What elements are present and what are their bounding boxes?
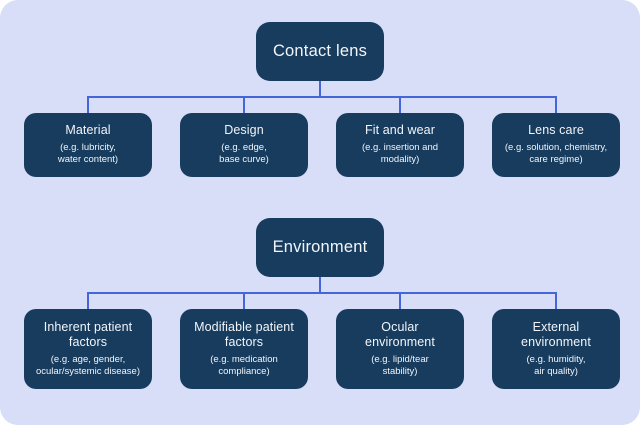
child-node-modifiable-patient-factors: Modifiable patient factors (e.g. medicat… <box>180 309 308 389</box>
node-title: Modifiable patient factors <box>194 319 294 350</box>
root-node-contact-lens: Contact lens <box>256 22 384 81</box>
node-title: Lens care <box>528 123 584 138</box>
connector-drop <box>555 96 557 113</box>
root-node-title: Contact lens <box>272 42 368 60</box>
connector-drop <box>87 96 89 113</box>
connector-stem <box>319 277 321 294</box>
connector-drop <box>399 96 401 113</box>
child-node-design: Design (e.g. edge, base curve) <box>180 113 308 177</box>
node-title: Inherent patient factors <box>43 319 133 350</box>
tree-contact-lens: Contact lens Material (e.g. lubricity, w… <box>0 22 640 177</box>
connector-drop <box>399 292 401 309</box>
node-subtitle: (e.g. edge, base curve) <box>219 141 269 166</box>
child-node-lens-care: Lens care (e.g. solution, chemistry, car… <box>492 113 620 177</box>
root-node-title: Environment <box>272 238 368 256</box>
node-subtitle: (e.g. lipid/tear stability) <box>371 353 429 378</box>
child-node-fit-and-wear: Fit and wear (e.g. insertion and modalit… <box>336 113 464 177</box>
node-title: External environment <box>521 319 591 350</box>
connector-drop <box>87 292 89 309</box>
node-title: Material <box>65 123 111 138</box>
connector-bus <box>87 96 557 98</box>
node-title: Design <box>224 123 264 138</box>
node-subtitle: (e.g. solution, chemistry, care regime) <box>504 141 608 166</box>
node-subtitle: (e.g. humidity, air quality) <box>526 353 586 378</box>
node-title: Fit and wear <box>365 123 435 138</box>
node-title: Ocular environment <box>365 319 435 350</box>
children-row-contact-lens: Material (e.g. lubricity, water content)… <box>0 113 640 177</box>
child-node-inherent-patient-factors: Inherent patient factors (e.g. age, gend… <box>24 309 152 389</box>
connector-environment <box>0 277 640 309</box>
node-subtitle: (e.g. age, gender, ocular/systemic disea… <box>35 353 140 378</box>
tree-environment: Environment Inherent patient factors (e.… <box>0 218 640 389</box>
connector-stem <box>319 81 321 98</box>
child-node-external-environment: External environment (e.g. humidity, air… <box>492 309 620 389</box>
child-node-ocular-environment: Ocular environment (e.g. lipid/tear stab… <box>336 309 464 389</box>
connector-contact-lens <box>0 81 640 113</box>
node-subtitle: (e.g. lubricity, water content) <box>57 141 119 166</box>
node-subtitle: (e.g. insertion and modality) <box>361 141 439 166</box>
connector-drop <box>555 292 557 309</box>
child-node-material: Material (e.g. lubricity, water content) <box>24 113 152 177</box>
root-node-environment: Environment <box>256 218 384 277</box>
node-subtitle: (e.g. medication compliance) <box>210 353 278 378</box>
connector-bus <box>87 292 557 294</box>
children-row-environment: Inherent patient factors (e.g. age, gend… <box>0 309 640 389</box>
connector-drop <box>243 96 245 113</box>
connector-drop <box>243 292 245 309</box>
